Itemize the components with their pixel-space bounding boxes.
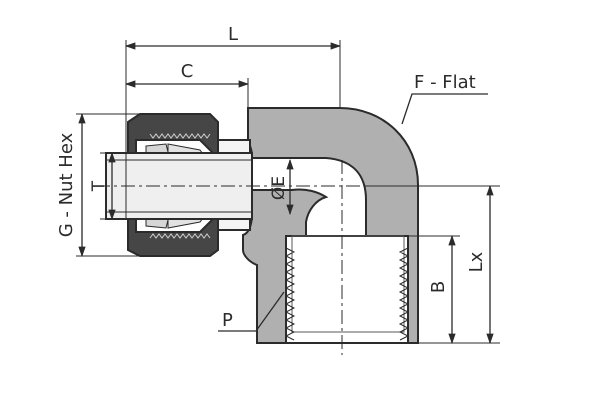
thread-left [284,247,296,341]
nut-thread-bottom [149,233,211,239]
port-thread-root [291,235,405,333]
f-flat-leader [401,93,488,125]
nut-thread-top [149,133,211,139]
thread-right [398,247,410,341]
p-leader [218,291,285,332]
label-l: L [228,24,238,45]
label-p: P [222,310,233,331]
female-port [285,235,409,344]
internal-bore [247,157,367,237]
label-lx: Lx [466,251,487,272]
label-f-flat: F - Flat [414,72,476,93]
label-c: C [181,61,194,82]
label-e: ØE [269,176,289,200]
label-b: B [428,281,449,293]
label-t: T [89,180,109,192]
label-g-nut-hex: G - Nut Hex [56,132,77,237]
